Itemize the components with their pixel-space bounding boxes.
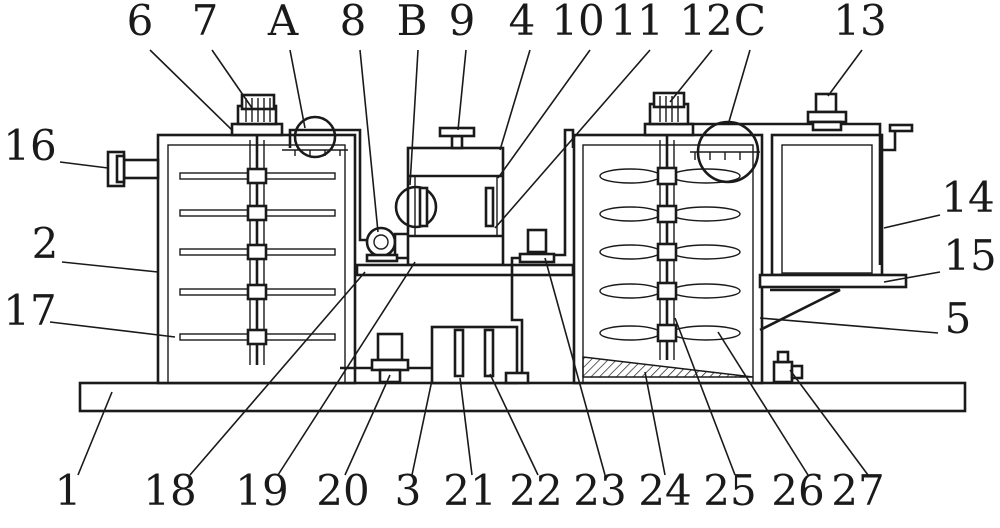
part-label-top-0: 6 <box>127 0 154 45</box>
part-label-left-0: 16 <box>3 121 56 170</box>
part-label-left-2: 17 <box>3 286 56 335</box>
part-label-bottom-2: 19 <box>235 466 288 515</box>
part-label-bottom-1: 18 <box>143 466 196 515</box>
part-label-top-11: 13 <box>833 0 886 45</box>
part-label-bottom-4: 3 <box>395 466 422 515</box>
part-label-top-5: 9 <box>449 0 476 45</box>
left-mixing-tank <box>106 133 357 385</box>
part-label-top-10: C <box>734 0 766 45</box>
part-label-top-1: 7 <box>192 0 219 45</box>
leader-lines <box>49 49 941 476</box>
spray-head-c <box>690 120 760 184</box>
part-label-right-2: 5 <box>945 294 972 343</box>
part-label-bottom-9: 25 <box>703 466 756 515</box>
storage-tank <box>690 122 914 332</box>
part-label-bottom-8: 24 <box>638 466 691 515</box>
drain-valve <box>772 350 804 384</box>
part-label-top-8: 11 <box>610 0 663 45</box>
part-label-top-2: A <box>267 0 299 45</box>
part-label-top-9: 12 <box>679 0 732 45</box>
circulation-pump <box>510 128 575 378</box>
part-label-top-6: 4 <box>509 0 536 45</box>
part-label-bottom-10: 26 <box>771 466 824 515</box>
right-motor <box>643 91 695 137</box>
part-label-top-7: 10 <box>551 0 604 45</box>
part-label-top-3: 8 <box>340 0 367 45</box>
part-label-bottom-6: 22 <box>509 466 562 515</box>
part-label-bottom-5: 21 <box>443 466 496 515</box>
part-label-right-1: 15 <box>943 231 996 280</box>
spray-head-a <box>282 115 370 242</box>
part-label-top-4: B <box>397 0 428 45</box>
support-platform <box>355 263 575 277</box>
part-label-bottom-7: 23 <box>573 466 626 515</box>
part-label-bottom-0: 1 <box>55 466 82 515</box>
base-plate <box>78 381 967 413</box>
bottom-filter-box <box>430 325 530 385</box>
part-label-bottom-3: 20 <box>316 466 369 515</box>
part-label-bottom-11: 27 <box>831 466 884 515</box>
left-motor <box>230 93 284 137</box>
part-label-right-0: 14 <box>941 173 994 222</box>
part-label-left-1: 2 <box>32 219 59 268</box>
top-pump <box>806 92 848 132</box>
transfer-pump <box>340 332 432 384</box>
right-mixing-tank <box>572 133 764 385</box>
